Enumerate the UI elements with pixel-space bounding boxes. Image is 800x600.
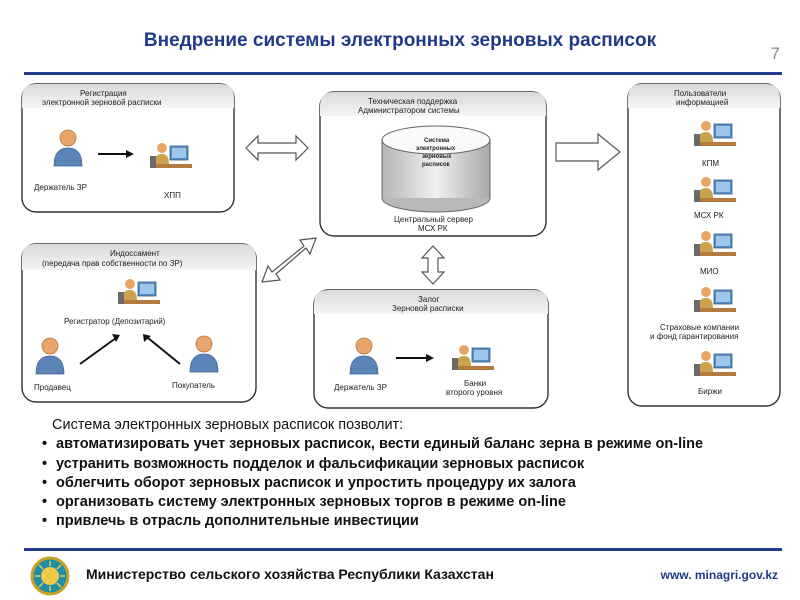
page-title: Внедрение системы электронных зерновых р… [143, 30, 657, 51]
database-label-2: электронных [416, 146, 456, 152]
database-label-3: зерновых [422, 154, 452, 160]
registration-holder-label: Держатель ЗР [34, 183, 87, 192]
users-mio-label: МИО [700, 267, 719, 276]
database-label-1: Система [424, 138, 450, 144]
users-exchange-label: Биржи [698, 387, 722, 396]
benefit-item: организовать систему электронных зерновы… [40, 493, 760, 513]
support-users-arrow [555, 132, 621, 172]
users-subtitle: информацией [676, 98, 728, 107]
endorsement-support-arrow [261, 237, 317, 283]
endorsement-registrar-label: Регистратор (Депозитарий) [64, 317, 166, 326]
support-box: Техническая поддержка Администратором си… [319, 91, 547, 237]
pledge-box: Залог Зерновой расписки Держатель ЗР Бан… [313, 289, 549, 409]
endorsement-subtitle: (передача прав собственности по ЗР) [42, 259, 183, 268]
system-diagram: Регистрация электронной зерновой расписк… [21, 83, 781, 409]
top-rule [24, 72, 782, 75]
registration-title: Регистрация [80, 89, 127, 98]
users-insurance-label-2: и фонд гарантирования [650, 332, 738, 341]
pledge-holder-label: Держатель ЗР [334, 383, 387, 392]
ministry-emblem-icon [30, 556, 70, 596]
registration-support-arrow [245, 134, 309, 162]
endorsement-buyer-label: Покупатель [172, 381, 215, 390]
benefits-list: Система электронных зерновых расписок по… [40, 416, 760, 532]
support-title: Техническая поддержка [368, 97, 458, 106]
ministry-name: Министерство сельского хозяйства Республ… [86, 566, 494, 582]
pledge-subtitle: Зерновой расписки [392, 304, 464, 313]
benefit-item: автоматизировать учет зерновых расписок,… [40, 435, 760, 455]
registration-elevator-label: ХПП [164, 191, 181, 200]
support-subtitle: Администратором системы [358, 106, 460, 115]
database-label-4: расписок [422, 162, 450, 168]
users-kpm-label: КПМ [702, 159, 719, 168]
benefit-item: устранить возможность подделок и фальсиф… [40, 455, 760, 475]
support-pledge-arrow [420, 245, 446, 285]
endorsement-title: Индоссамент [110, 249, 160, 258]
registration-subtitle: электронной зерновой расписки [42, 98, 161, 107]
users-title: Пользователи [674, 89, 726, 98]
registration-box: Регистрация электронной зерновой расписк… [21, 83, 235, 213]
endorsement-seller-label: Продавец [34, 383, 71, 392]
server-label-2: МСХ РК [418, 224, 448, 233]
endorsement-box: Индоссамент (передача прав собственности… [21, 243, 257, 403]
benefits-intro: Система электронных зерновых расписок по… [52, 417, 404, 433]
users-insurance-label-1: Страховые компании [660, 323, 739, 332]
page-number: 7 [770, 44, 780, 63]
benefit-item: привлечь в отрасль дополнительные инвест… [40, 512, 760, 532]
bottom-rule [24, 548, 782, 551]
pledge-title: Залог [418, 295, 439, 304]
pledge-banks-label-1: Банки [464, 379, 486, 388]
users-msh-label: МСХ РК [694, 211, 724, 220]
pledge-banks-label-2: второго уровня [446, 388, 502, 397]
benefit-item: облегчить оборот зерновых расписок и упр… [40, 474, 760, 494]
users-box: Пользователи информацией КПМ МСХ РК МИО … [627, 83, 781, 407]
ministry-url-link[interactable]: www. minagri.gov.kz [660, 568, 778, 582]
server-label-1: Центральный сервер [394, 215, 474, 224]
database-icon [381, 125, 491, 213]
